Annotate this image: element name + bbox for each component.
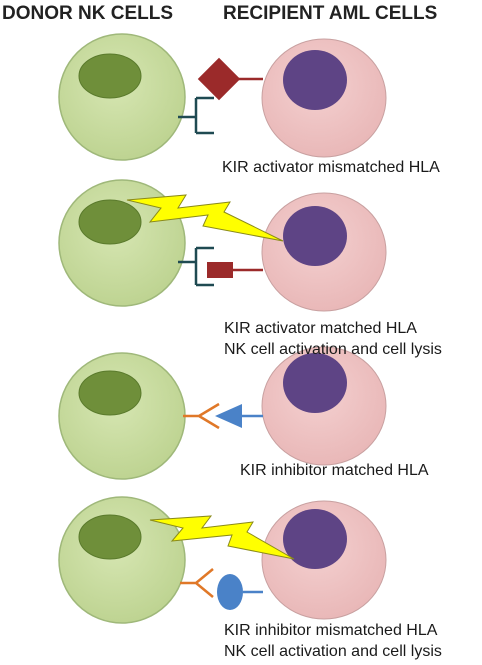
kir-inhibitor-receptor — [180, 568, 214, 598]
nk-cell — [58, 352, 186, 480]
matched-hla-block — [207, 262, 233, 278]
caption-line: NK cell activation and cell lysis — [224, 341, 442, 358]
panel-1-activator-mismatched — [58, 33, 387, 161]
kir-inhibitor-receptor — [183, 402, 220, 430]
aml-nucleus — [283, 353, 347, 413]
panel-1-caption: KIR activator mismatched HLA — [222, 157, 440, 178]
caption-line: KIR inhibitor mismatched HLA — [224, 622, 438, 639]
mismatched-hla-diamond — [197, 57, 241, 101]
lysis-lightning-icon — [149, 515, 295, 560]
aml-nucleus — [283, 50, 347, 110]
nk-cell — [58, 33, 186, 161]
nk-cell — [58, 496, 186, 624]
caption-line: KIR activator mismatched HLA — [222, 159, 440, 176]
panel-2-caption: KIR activator matched HLA NK cell activa… — [224, 318, 442, 360]
nk-nucleus — [78, 199, 142, 245]
lysis-lightning-icon — [126, 194, 284, 242]
kir-activator-receptor — [178, 246, 214, 287]
caption-line: KIR activator matched HLA — [224, 320, 417, 337]
recipient-aml-cells-header: RECIPIENT AML CELLS — [223, 3, 438, 24]
aml-nucleus — [283, 509, 347, 569]
kir-activator-receptor — [178, 96, 214, 135]
matched-hla-triangle — [215, 404, 242, 428]
panel-3-caption: KIR inhibitor matched HLA — [240, 460, 429, 481]
donor-nk-cells-header: DONOR NK CELLS — [2, 3, 173, 24]
panel-4-caption: KIR inhibitor mismatched HLA NK cell act… — [224, 620, 442, 662]
nk-nucleus — [78, 514, 142, 560]
mismatched-hla-oval — [217, 574, 243, 610]
panel-3-inhibitor-matched — [58, 346, 387, 480]
nk-nucleus — [78, 370, 142, 416]
caption-line: NK cell activation and cell lysis — [224, 643, 442, 660]
caption-line: KIR inhibitor matched HLA — [240, 462, 429, 479]
panel-4-inhibitor-mismatched — [58, 496, 387, 624]
aml-nucleus — [283, 206, 347, 266]
panel-2-activator-matched — [58, 179, 387, 312]
nk-nucleus — [78, 53, 142, 99]
